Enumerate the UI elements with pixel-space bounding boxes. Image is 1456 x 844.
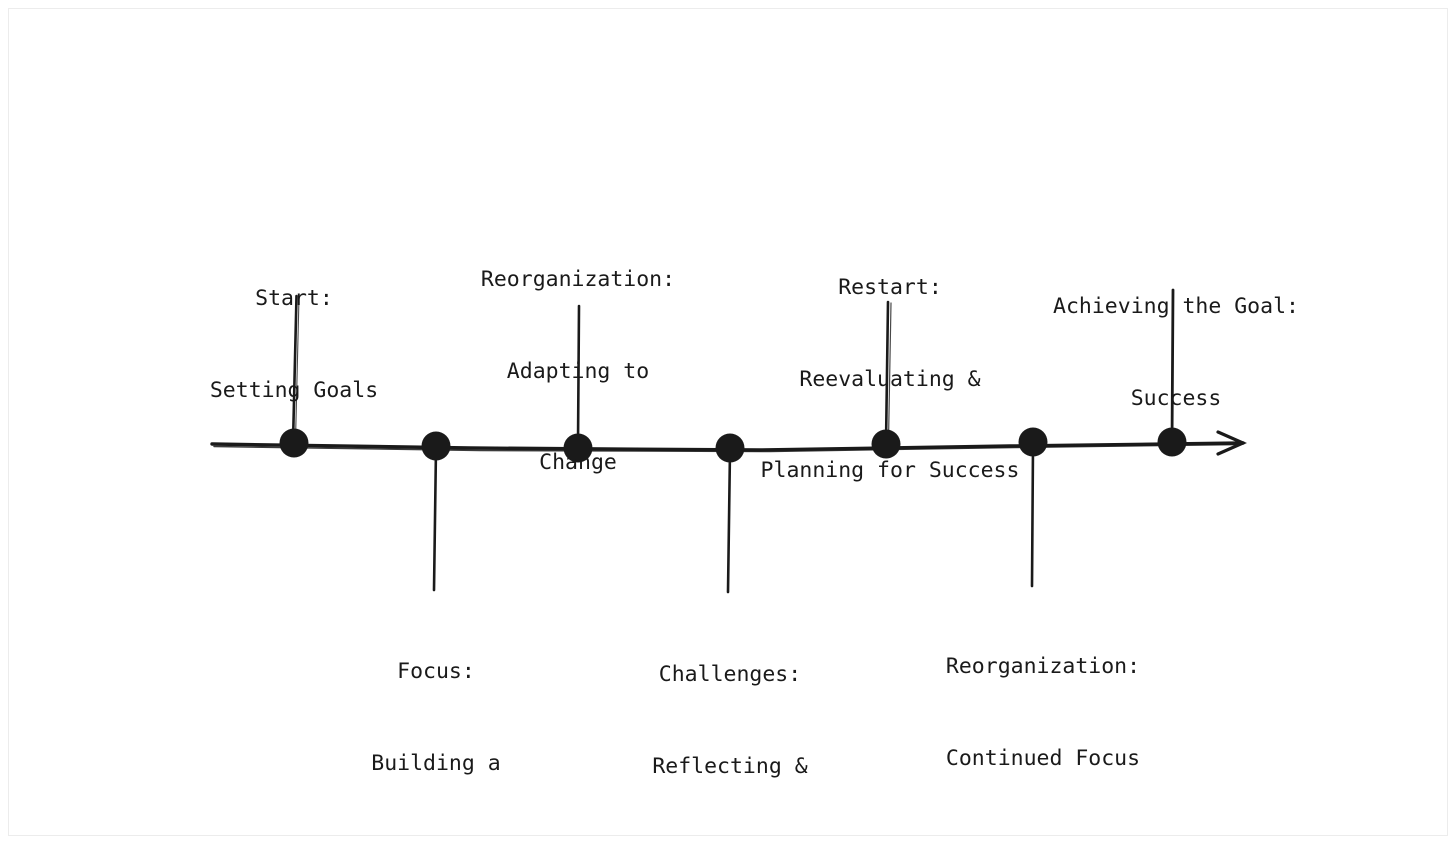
canvas-frame <box>8 8 1448 836</box>
milestone-label-reorganization-continued-line2: Continued Focus <box>945 745 1141 771</box>
stem-focus <box>432 446 438 592</box>
milestone-label-reorganization-adapting-line1: Reorganization: <box>480 267 676 292</box>
milestone-label-start-line2: Setting Goals <box>209 377 379 403</box>
milestone-label-challenges-line1: Challenges: <box>658 662 802 687</box>
timeline-axis <box>210 430 1247 456</box>
milestone-label-focus-line1: Focus: <box>397 659 475 684</box>
milestone-label-reorganization-continued[interactable]: Reorganization: Continued Focus <box>946 591 1140 835</box>
milestone-dot-restart[interactable] <box>871 429 901 459</box>
milestone-label-restart-line1: Restart: <box>838 275 942 300</box>
stem-start <box>291 294 300 445</box>
stem-challenges <box>726 448 732 594</box>
milestone-label-restart-line2: Reevaluating & <box>799 366 981 392</box>
milestone-label-challenges-line2: Reflecting & <box>652 753 808 779</box>
milestone-label-challenges[interactable]: Challenges: Reflecting & Adapting <box>652 599 807 844</box>
milestone-label-reorganization-continued-line1: Reorganization: <box>945 654 1141 679</box>
milestone-label-achieving-goal[interactable]: Achieving the Goal: Success <box>1053 231 1299 475</box>
milestone-label-start[interactable]: Start: Setting Goals <box>210 223 378 467</box>
stem-restart <box>884 300 892 446</box>
milestone-dot-reorganization-continued[interactable] <box>1018 427 1048 457</box>
milestone-label-focus-line3: Strong Foundation <box>326 840 546 844</box>
milestone-label-restart-line3: Planning for Success <box>760 458 1020 483</box>
milestone-label-achieving-goal-line2: Success <box>1130 385 1222 411</box>
milestone-dots[interactable] <box>279 427 1187 463</box>
milestone-label-reorganization-adapting-line3: Change <box>539 450 617 475</box>
stem-reorganization-adapting <box>576 304 581 446</box>
milestone-dot-achieving-goal[interactable] <box>1157 427 1187 457</box>
milestone-label-start-line1: Start: <box>255 286 333 311</box>
milestone-label-focus[interactable]: Focus: Building a Strong Foundation <box>326 596 546 844</box>
milestone-label-restart[interactable]: Restart: Reevaluating & Planning for Suc… <box>761 212 1020 548</box>
stem-achieving-goal <box>1170 288 1175 445</box>
milestone-dot-reorganization-adapting[interactable] <box>563 433 593 463</box>
axis-arrow-head <box>1216 430 1247 456</box>
milestone-label-focus-line2: Building a <box>371 750 501 776</box>
milestone-label-achieving-goal-line1: Achieving the Goal: <box>1053 294 1299 319</box>
milestone-label-reorganization-adapting[interactable]: Reorganization: Adapting to Change <box>481 204 675 540</box>
milestone-label-reorganization-adapting-line2: Adapting to <box>506 358 650 384</box>
stem-reorganization-continued <box>1030 444 1035 588</box>
milestone-dot-challenges[interactable] <box>715 433 745 463</box>
milestone-dot-start[interactable] <box>279 428 309 458</box>
milestone-stems <box>291 288 1175 594</box>
milestone-dot-focus[interactable] <box>421 431 451 461</box>
